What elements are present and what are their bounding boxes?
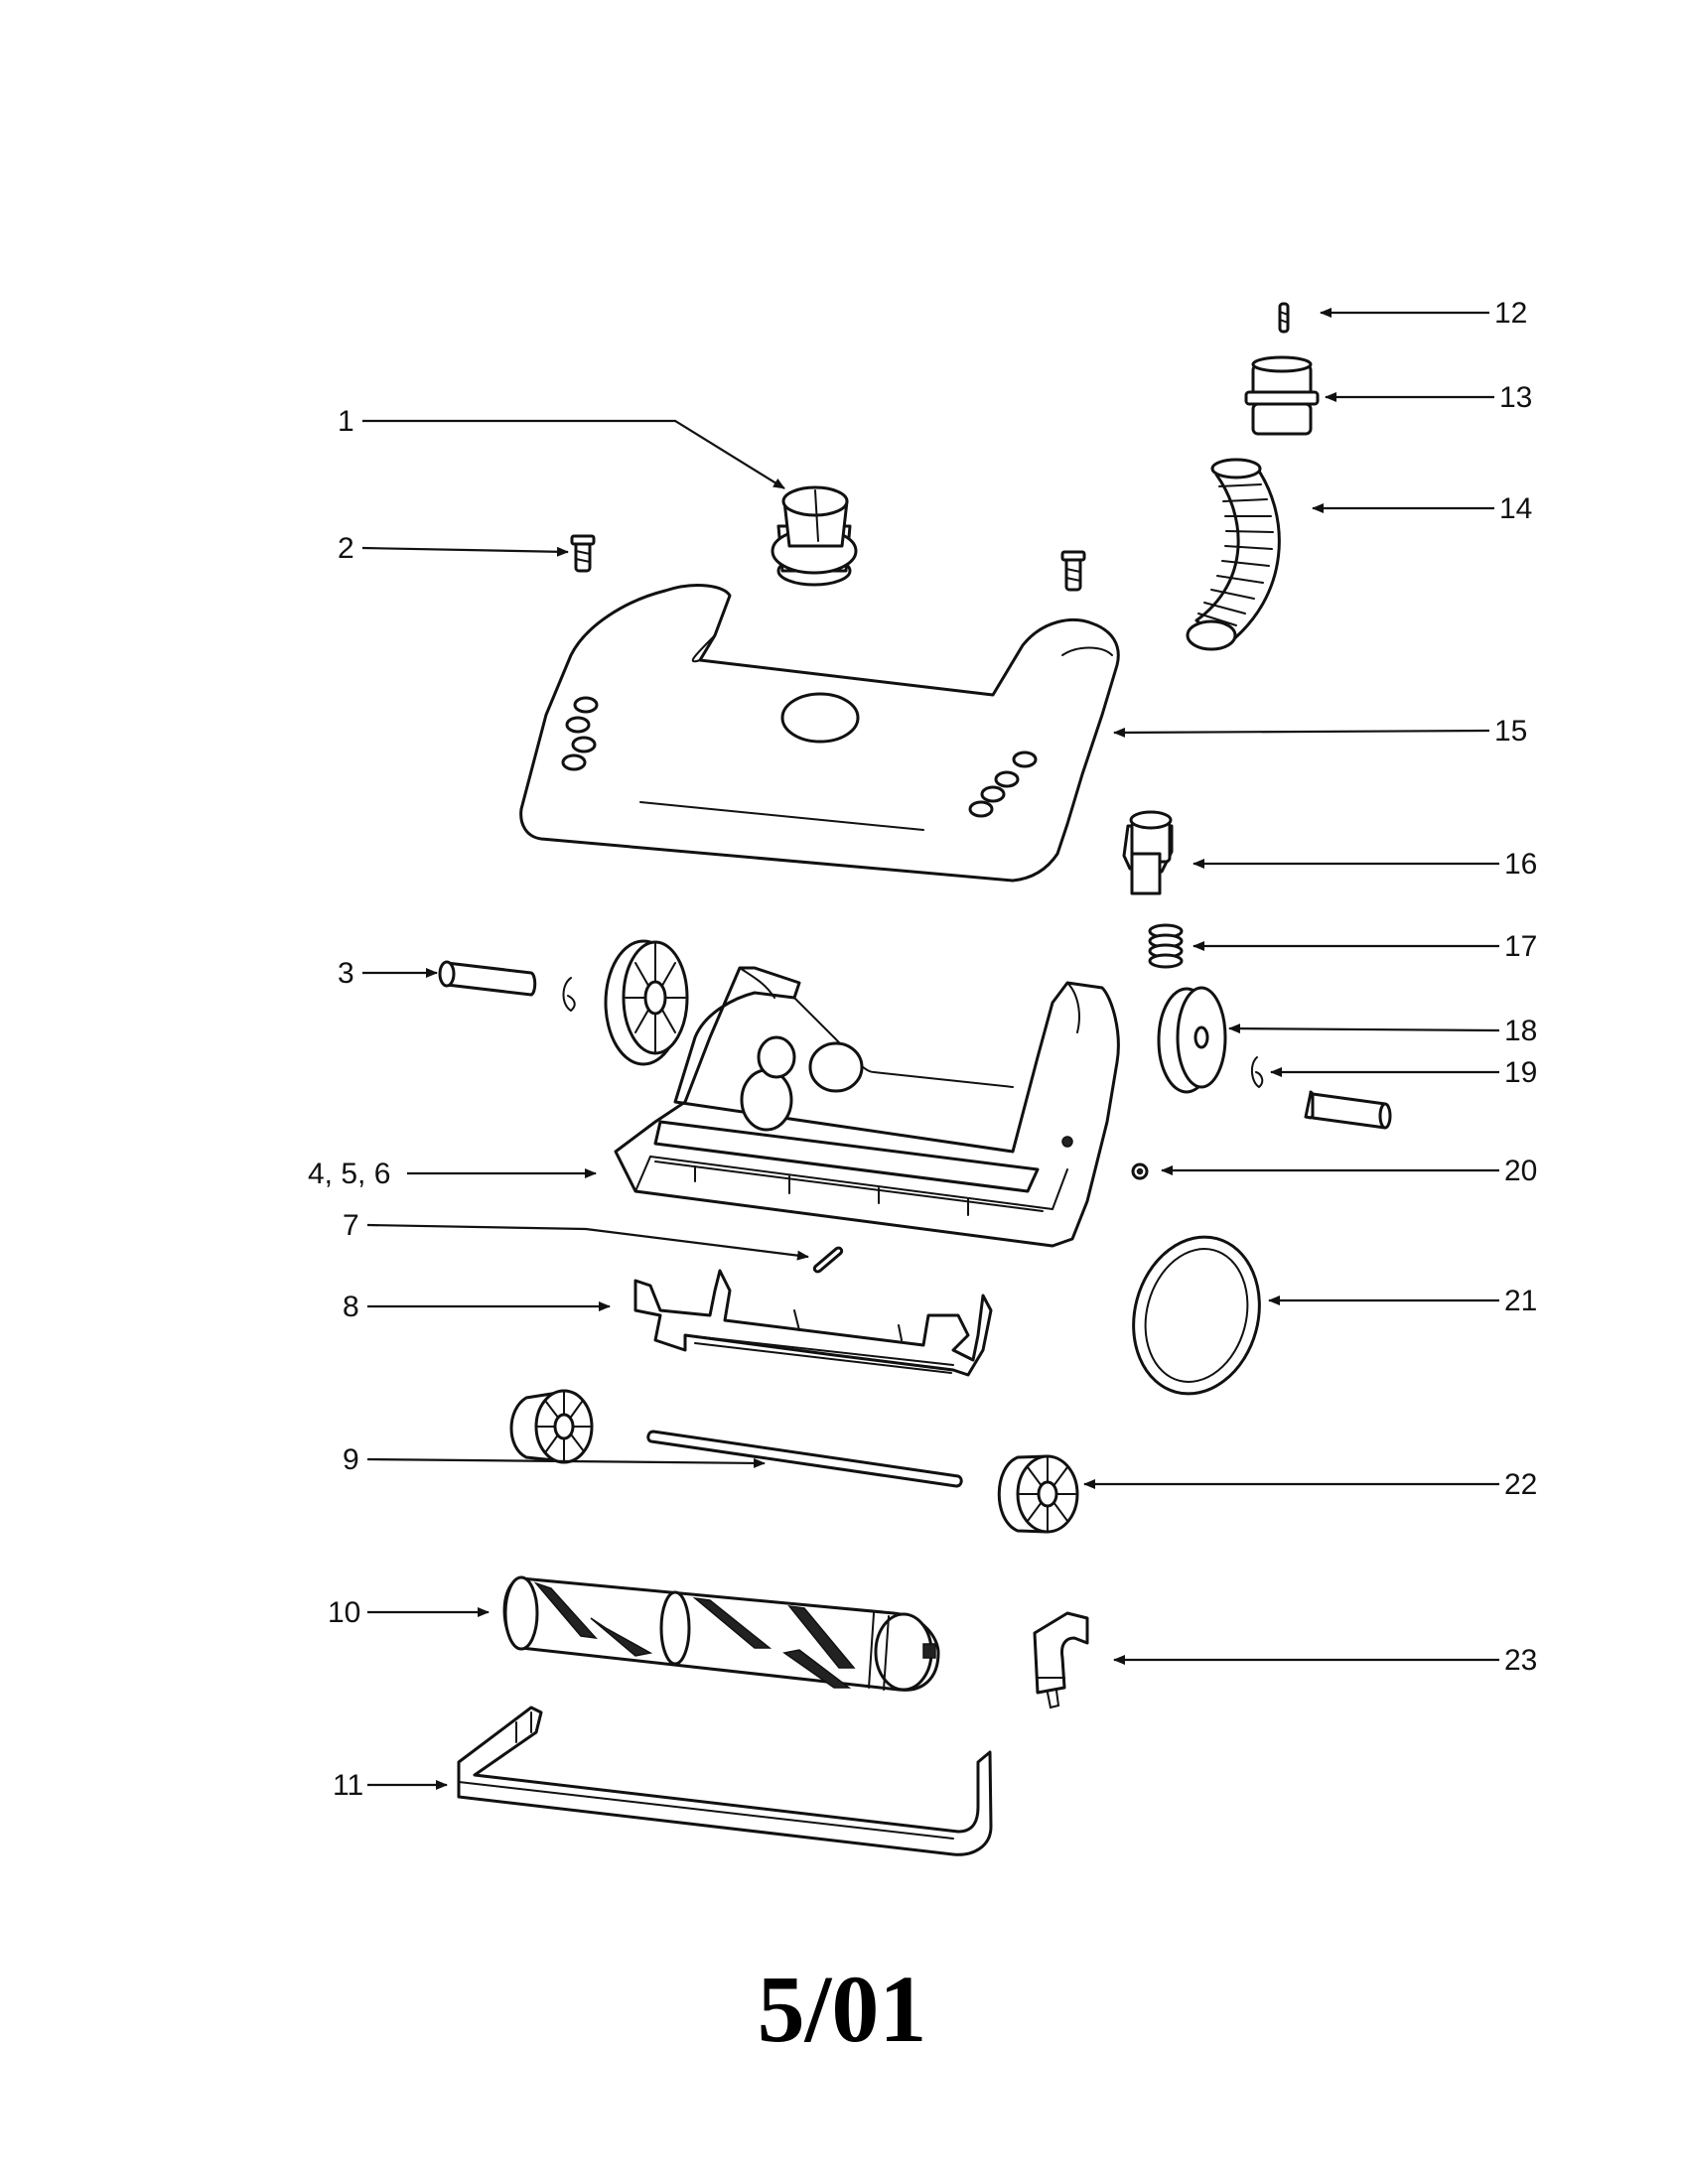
svg-text:22: 22: [1504, 1468, 1537, 1501]
part-10-brushroll: [502, 1575, 940, 1692]
callout-20: 20: [1161, 1155, 1537, 1187]
part-4-5-6-base-housing: [614, 966, 1120, 1248]
callout-17: 17: [1193, 930, 1537, 963]
svg-text:7: 7: [343, 1209, 359, 1242]
svg-text:8: 8: [343, 1291, 359, 1323]
part-21-belt: [1132, 1235, 1261, 1396]
svg-text:9: 9: [343, 1443, 359, 1476]
svg-text:21: 21: [1504, 1285, 1537, 1317]
part-9-shaft: [646, 1430, 963, 1488]
bearing-end-left: [509, 1389, 594, 1464]
callout-4-5-6: 4, 5, 6: [308, 1158, 597, 1190]
part-2-screw-b: [1060, 550, 1086, 592]
part-14-hose: [1186, 458, 1281, 651]
callout-21: 21: [1268, 1285, 1537, 1317]
retaining-clip-left: [562, 977, 576, 1013]
svg-text:18: 18: [1504, 1015, 1537, 1047]
callout-18: 18: [1228, 1015, 1537, 1047]
part-19-clip: [1251, 1056, 1264, 1089]
date-code: 5/01: [757, 1956, 927, 2062]
callout-8: 8: [343, 1291, 611, 1323]
svg-text:16: 16: [1504, 848, 1537, 881]
part-7-pin: [812, 1246, 844, 1274]
svg-text:23: 23: [1504, 1644, 1537, 1677]
svg-text:14: 14: [1499, 492, 1532, 525]
svg-text:12: 12: [1494, 297, 1527, 330]
svg-text:4, 5, 6: 4, 5, 6: [308, 1158, 390, 1190]
part-16-latch: [1122, 810, 1174, 895]
axle-pin-right: [1304, 1090, 1392, 1130]
rear-wheel-left: [604, 939, 689, 1066]
callout-9: 9: [343, 1443, 766, 1476]
callout-1: 1: [338, 405, 785, 489]
part-8-bracket: [633, 1269, 993, 1377]
part-20-nut: [1131, 1162, 1149, 1180]
svg-text:2: 2: [338, 532, 354, 565]
callout-23: 23: [1113, 1644, 1537, 1677]
svg-text:13: 13: [1499, 381, 1532, 414]
part-1-nozzle-swivel: [771, 485, 858, 587]
callout-14: 14: [1312, 492, 1532, 525]
part-2-screw: [570, 534, 596, 573]
callout-16: 16: [1193, 848, 1537, 881]
callout-19: 19: [1270, 1056, 1537, 1089]
callout-15: 15: [1113, 715, 1527, 748]
callout-11: 11: [333, 1769, 448, 1802]
part-3-axle-pin: [438, 960, 537, 997]
part-11-bumper: [457, 1706, 993, 1856]
callout-12: 12: [1320, 297, 1527, 330]
callout-3: 3: [338, 957, 438, 990]
svg-text:15: 15: [1494, 715, 1527, 748]
callout-2: 2: [338, 532, 569, 565]
svg-text:11: 11: [333, 1769, 363, 1802]
svg-text:3: 3: [338, 957, 354, 990]
part-12-screw: [1278, 302, 1290, 334]
part-22-bearing-end: [997, 1454, 1079, 1534]
svg-text:17: 17: [1504, 930, 1537, 963]
svg-text:20: 20: [1504, 1155, 1537, 1187]
callout-7: 7: [343, 1209, 809, 1261]
callout-10: 10: [328, 1596, 490, 1629]
svg-text:1: 1: [338, 405, 354, 438]
svg-text:10: 10: [328, 1596, 360, 1629]
svg-text:19: 19: [1504, 1056, 1537, 1089]
part-13-hose-connector: [1244, 355, 1320, 436]
callout-22: 22: [1083, 1468, 1537, 1501]
part-23-end-cap: [1033, 1611, 1089, 1709]
part-17-spring: [1148, 923, 1184, 969]
callout-13: 13: [1325, 381, 1532, 414]
part-18-rear-wheel: [1157, 986, 1227, 1094]
part-15-hood: [519, 584, 1120, 883]
